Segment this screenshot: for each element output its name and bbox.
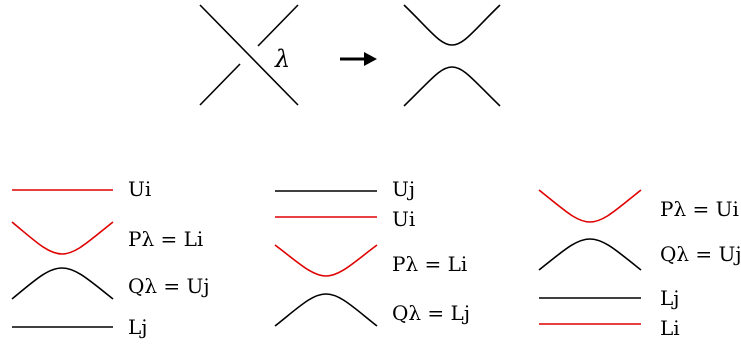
cap-q-lambda bbox=[274, 293, 378, 327]
panel-2: Uj Ui Pλ = Li Qλ = Lj bbox=[274, 177, 470, 327]
cap-q-lambda bbox=[11, 267, 114, 300]
cup-p-lambda bbox=[11, 221, 114, 255]
crossing-diagram: λ bbox=[199, 4, 299, 106]
label-li: Li bbox=[660, 316, 680, 340]
smoothing-diagram bbox=[403, 4, 501, 107]
panel-1: Ui Pλ = Li Qλ = Uj Lj bbox=[11, 177, 210, 339]
label-uj: Uj bbox=[392, 177, 415, 201]
label-ui: Ui bbox=[392, 207, 415, 231]
label-p-lambda: Pλ = Li bbox=[392, 252, 467, 276]
smoothing-cup bbox=[403, 4, 501, 46]
label-p-lambda: Pλ = Ui bbox=[660, 197, 739, 221]
crossing-strand-under-bottom bbox=[199, 63, 241, 106]
crossing-strand-under-top bbox=[257, 4, 299, 47]
label-q-lambda: Qλ = Uj bbox=[128, 274, 210, 298]
panel-3: Pλ = Ui Qλ = Uj Lj Li bbox=[538, 189, 741, 340]
arrow-icon bbox=[340, 52, 377, 66]
crossing-strand-over bbox=[199, 4, 299, 106]
cap-q-lambda bbox=[538, 238, 642, 271]
cup-p-lambda bbox=[538, 189, 642, 223]
smoothing-cap bbox=[403, 66, 501, 107]
label-lj: Lj bbox=[128, 315, 147, 339]
label-ui: Ui bbox=[128, 177, 151, 201]
label-p-lambda: Pλ = Li bbox=[128, 227, 203, 251]
label-q-lambda: Qλ = Uj bbox=[660, 242, 741, 266]
label-q-lambda: Qλ = Lj bbox=[392, 301, 470, 325]
cup-p-lambda bbox=[274, 244, 378, 277]
label-lj: Lj bbox=[660, 286, 679, 310]
crossing-label: λ bbox=[274, 45, 290, 73]
